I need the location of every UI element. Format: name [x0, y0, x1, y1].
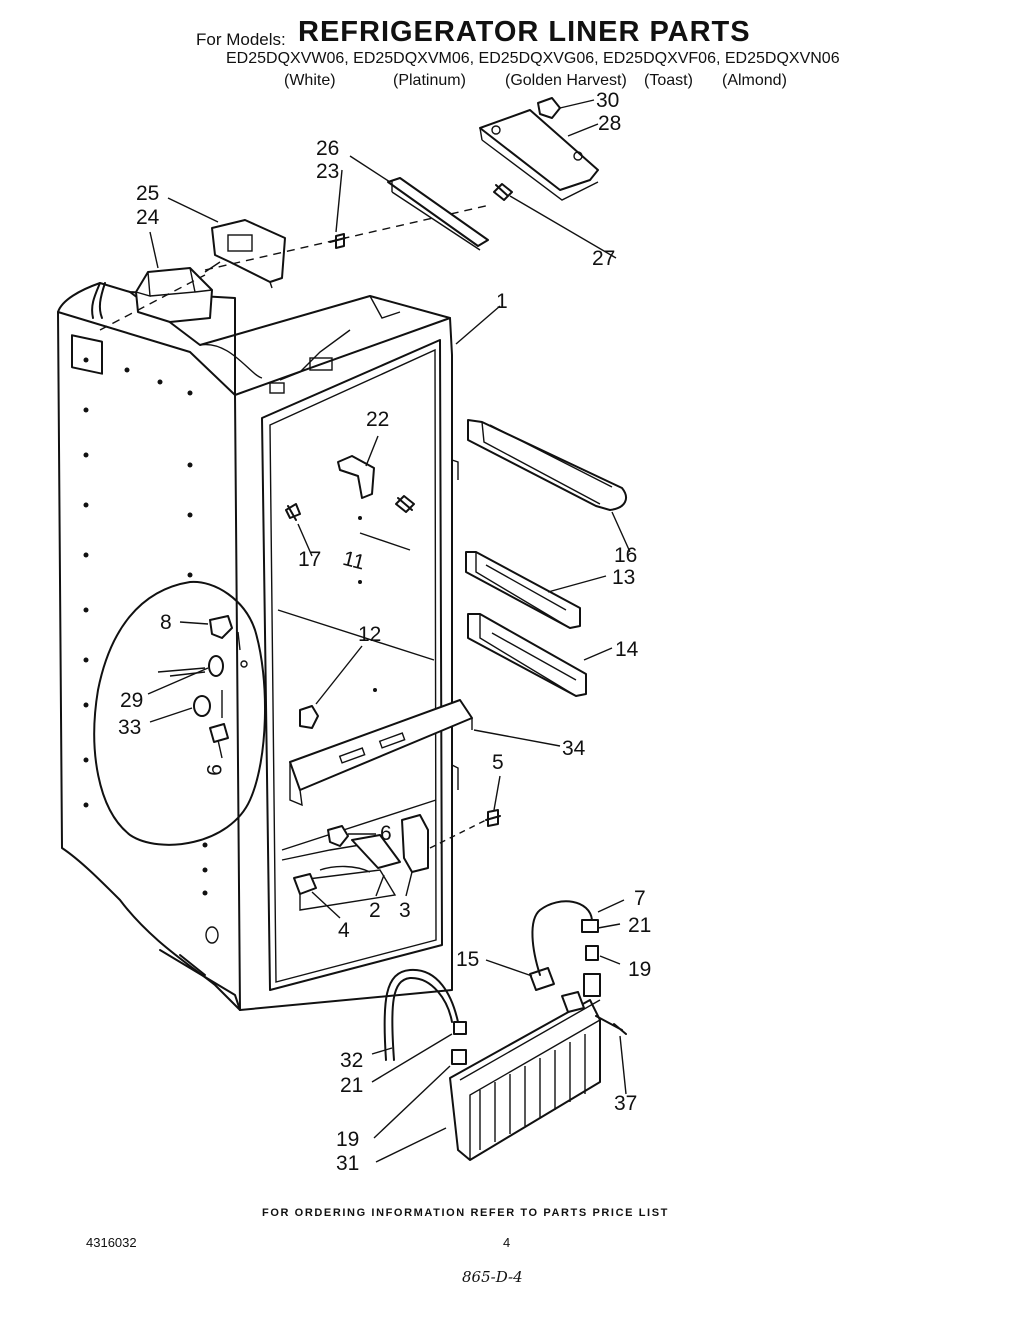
callout-25: 25: [136, 182, 159, 205]
shelf-supports: [289, 419, 627, 807]
callout-32: 32: [340, 1049, 363, 1072]
color-white: (White): [284, 72, 336, 89]
callout-21-upper: 21: [628, 914, 651, 937]
callout-23: 23: [316, 160, 339, 183]
color-platinum: (Platinum): [393, 72, 466, 89]
callout-21-lower: 21: [340, 1074, 363, 1097]
water-tank-assembly: [383, 900, 627, 1161]
callout-33: 33: [118, 716, 141, 739]
color-toast: (Toast): [644, 72, 693, 89]
callout-24: 24: [136, 206, 160, 229]
callout-9: 9: [202, 764, 225, 776]
callout-3: 3: [399, 899, 411, 922]
callout-31: 31: [336, 1152, 359, 1175]
callout-5: 5: [492, 751, 504, 774]
detail-parts: [157, 615, 248, 743]
document-number: 4316032: [86, 1235, 137, 1250]
callout-1: 1: [496, 290, 508, 313]
callout-17: 17: [298, 548, 321, 571]
callout-13: 13: [612, 566, 635, 589]
callout-22: 22: [366, 408, 389, 431]
ordering-info: FOR ORDERING INFORMATION REFER TO PARTS …: [262, 1207, 669, 1219]
callout-16: 16: [614, 544, 637, 567]
callout-7: 7: [634, 887, 646, 910]
top-components: [99, 97, 599, 331]
cabinet-liner-drawing: [57, 282, 459, 1011]
page-number: 4: [503, 1235, 511, 1250]
handwritten-note: 865-D-4: [462, 1268, 523, 1286]
leader-lines: [147, 99, 631, 1163]
callout-8: 8: [160, 611, 172, 634]
callout-29: 29: [120, 689, 143, 712]
callout-30: 30: [596, 89, 619, 112]
for-models-label: For Models:: [196, 30, 286, 49]
callout-37: 37: [614, 1092, 637, 1115]
page-title: REFRIGERATOR LINER PARTS: [298, 16, 751, 48]
callout-19-lower: 19: [336, 1128, 359, 1151]
callout-11: 11: [340, 547, 367, 575]
color-almond: (Almond): [722, 72, 787, 89]
interior-parts: [285, 455, 501, 895]
model-numbers: ED25DQXVW06, ED25DQXVM06, ED25DQXVG06, E…: [226, 50, 840, 67]
callout-27: 27: [592, 247, 615, 270]
color-golden-harvest: (Golden Harvest): [505, 72, 627, 89]
callout-14: 14: [615, 638, 639, 661]
callout-34: 34: [562, 737, 586, 760]
callout-28: 28: [598, 112, 621, 135]
callout-4: 4: [338, 919, 350, 942]
callout-15: 15: [456, 948, 479, 971]
callout-26: 26: [316, 137, 339, 160]
callout-2: 2: [369, 899, 381, 922]
callout-19-upper: 19: [628, 958, 651, 981]
callout-labels: 1 2 3 4 5 6 7 8 9 11 12 13 14 15 16 17 1…: [118, 89, 651, 1175]
callout-6: 6: [380, 822, 392, 845]
callout-12: 12: [358, 623, 381, 646]
